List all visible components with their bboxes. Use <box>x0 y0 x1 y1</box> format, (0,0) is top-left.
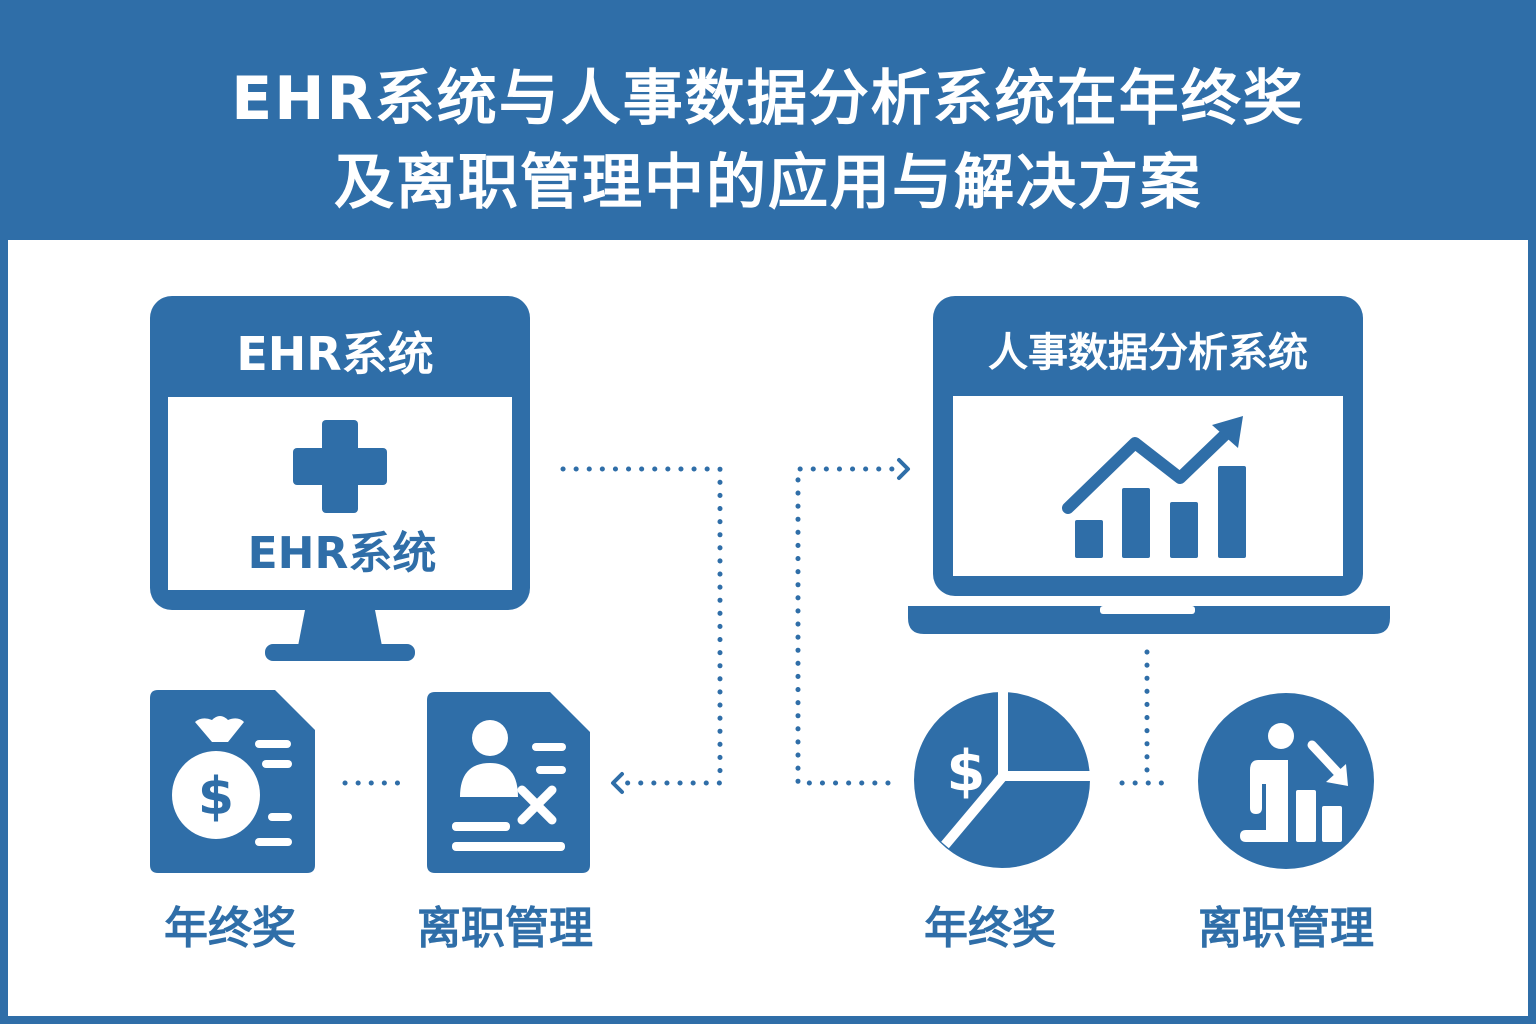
growth-bar-chart-icon <box>1062 416 1246 558</box>
title-line-2: 及离职管理中的应用与解决方案 <box>334 148 1202 218</box>
arrow-left-icon <box>611 772 624 794</box>
right-resignation-label: 离职管理 <box>1198 903 1374 954</box>
left-bonus-label: 年终奖 <box>164 903 296 954</box>
person-declining-chart-icon <box>1198 693 1374 869</box>
arrow-right-icon <box>897 458 910 480</box>
svg-text:$: $ <box>198 767 234 827</box>
title-line-1: EHR系统与人事数据分析系统在年终奖 <box>231 64 1305 134</box>
connector-ehr-to-resignation <box>560 466 723 786</box>
left-resignation-label: 离职管理 <box>417 903 593 954</box>
dollar-pie-chart-icon: $ <box>914 690 1092 868</box>
ehr-header-label: EHR系统 <box>236 327 433 381</box>
svg-text:$: $ <box>947 739 986 804</box>
money-bag-document-icon: $ <box>150 690 315 873</box>
analytics-header-label: 人事数据分析系统 <box>988 330 1308 376</box>
dotted-connectors <box>342 466 1177 786</box>
employee-removal-document-icon <box>427 692 590 873</box>
laptop-icon: 人事数据分析系统 <box>908 296 1390 634</box>
medical-cross-icon <box>293 420 387 513</box>
header-banner: EHR系统与人事数据分析系统在年终奖 及离职管理中的应用与解决方案 <box>0 0 1536 240</box>
right-bonus-label: 年终奖 <box>924 903 1056 954</box>
ehr-screen-label: EHR系统 <box>248 528 437 579</box>
desktop-monitor-icon: EHR系统 EHR系统 <box>150 296 530 661</box>
connector-analytics-to-bonus <box>795 466 903 786</box>
